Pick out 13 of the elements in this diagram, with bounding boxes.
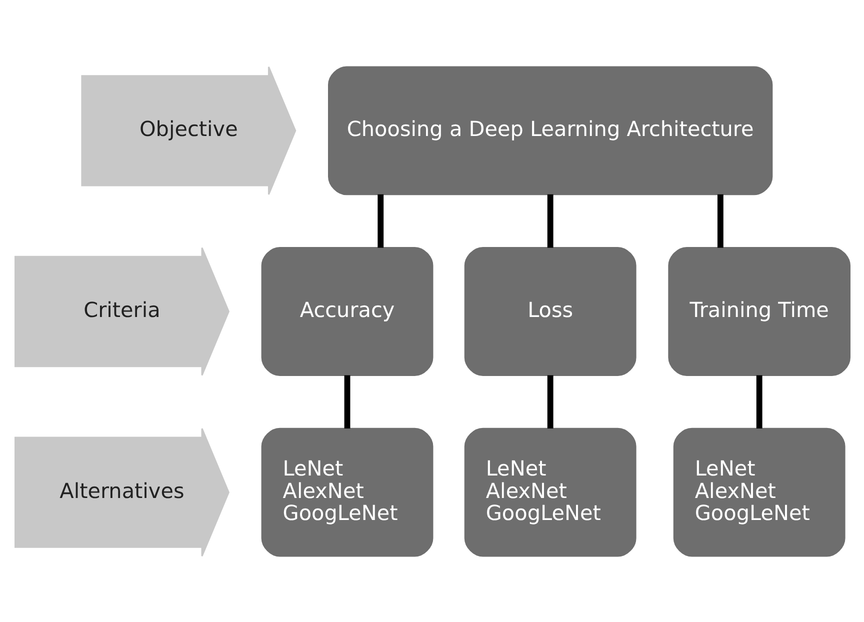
node-box: LeNet AlexNet GoogLeNet (672, 427, 845, 556)
node-box: Loss (464, 246, 636, 376)
connector (344, 374, 350, 428)
connector (546, 194, 553, 248)
connector (546, 374, 553, 428)
node-box: LeNet AlexNet GoogLeNet (260, 427, 433, 556)
node-box: Accuracy (260, 246, 433, 376)
connector (377, 194, 384, 248)
node-box: Choosing a Deep Learning Architecture (328, 66, 772, 195)
connector (716, 194, 723, 248)
node-box: Training Time (668, 246, 850, 376)
connector (756, 374, 762, 428)
node-box: LeNet AlexNet GoogLeNet (464, 427, 636, 556)
